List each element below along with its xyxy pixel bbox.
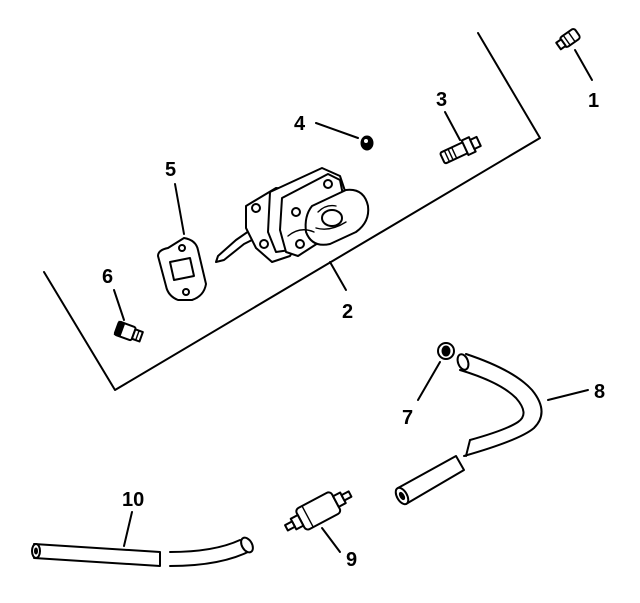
callout-8: 8 xyxy=(594,381,605,403)
part-3-elbow-fitting: 3 xyxy=(436,89,482,165)
leader-line-3 xyxy=(444,111,461,141)
leader-line-7 xyxy=(417,361,441,401)
part-1-fitting: 1 xyxy=(555,28,599,112)
callout-9: 9 xyxy=(346,549,357,571)
part-10-fuel-line: 10 xyxy=(31,489,254,567)
part-8-fuel-hose: 8 xyxy=(394,353,605,506)
part-4-plug: 4 xyxy=(294,113,374,151)
assembly-bracket-outline xyxy=(43,32,541,391)
part-2-fuel-pump: 2 xyxy=(215,167,370,323)
callout-6: 6 xyxy=(102,266,113,288)
part-6-fitting: 6 xyxy=(102,266,144,343)
leader-line-8 xyxy=(547,389,589,401)
leader-line-1 xyxy=(574,49,593,81)
leader-line-10 xyxy=(123,511,133,547)
leader-line-4 xyxy=(315,122,359,139)
callout-10: 10 xyxy=(122,489,144,511)
callout-1: 1 xyxy=(588,90,599,112)
part-5-gasket: 5 xyxy=(157,159,207,301)
callout-5: 5 xyxy=(165,159,176,181)
leader-line-6 xyxy=(113,289,125,321)
part-9-fuel-filter: 9 xyxy=(284,490,357,571)
leader-line-2 xyxy=(329,261,347,291)
callout-3: 3 xyxy=(436,89,447,111)
leader-line-5 xyxy=(174,183,185,235)
callout-7: 7 xyxy=(402,407,413,429)
part-7-hose-clamp: 7 xyxy=(402,342,455,429)
callout-2: 2 xyxy=(342,301,353,323)
leader-line-9 xyxy=(321,527,341,553)
callout-4: 4 xyxy=(294,113,306,135)
